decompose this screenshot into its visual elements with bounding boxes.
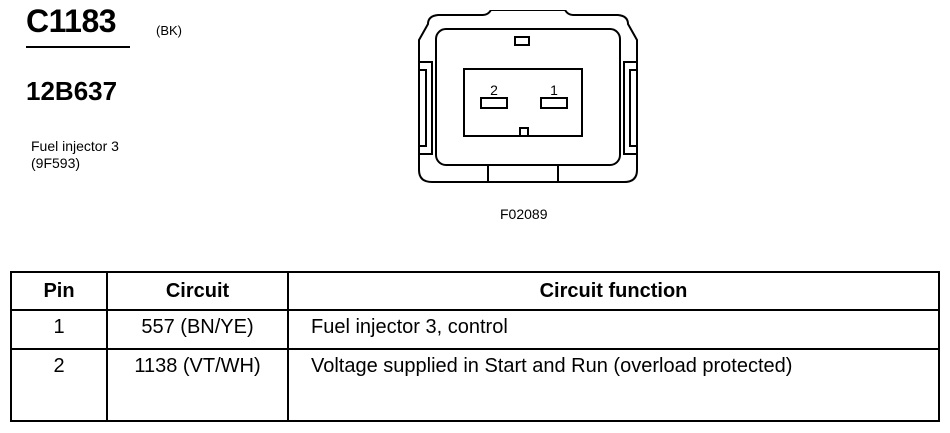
function-cell: Voltage supplied in Start and Run (overl… xyxy=(287,347,940,423)
part-number: 12B637 xyxy=(26,76,118,106)
circuit-cell: 1138 (VT/WH) xyxy=(106,347,289,423)
connector-left-tab-inner xyxy=(418,69,427,147)
pin-cell: 1 xyxy=(10,309,108,350)
connector-face-diagram: 2 1 xyxy=(418,10,638,183)
connector-inner-body xyxy=(435,28,621,166)
connector-outer-shell xyxy=(418,10,638,183)
pin-cell: 2 xyxy=(10,347,108,423)
connector-top-latch xyxy=(514,36,530,46)
connector-id-underline xyxy=(26,46,130,48)
terminal-2-pin xyxy=(480,97,508,109)
table-header-row: Pin Circuit Circuit function xyxy=(10,271,940,311)
table-row: 2 1138 (VT/WH) Voltage supplied in Start… xyxy=(10,347,940,423)
header-circuit: Circuit xyxy=(106,271,289,311)
function-cell: Fuel injector 3, control xyxy=(287,309,940,350)
pinout-table: Pin Circuit Circuit function 1 557 (BN/Y… xyxy=(10,271,940,423)
terminal-1-pin xyxy=(540,97,568,109)
terminal-label-1: 1 xyxy=(550,82,558,98)
component-description: Fuel injector 3 (9F593) xyxy=(31,138,119,172)
cavity-key-notch xyxy=(519,127,529,137)
table-row: 1 557 (BN/YE) Fuel injector 3, control xyxy=(10,309,940,350)
component-name: Fuel injector 3 xyxy=(31,138,119,154)
header-circuit-function: Circuit function xyxy=(287,271,940,311)
component-code: (9F593) xyxy=(31,155,81,171)
figure-id: F02089 xyxy=(500,206,548,222)
connector-id: C1183 xyxy=(26,3,117,39)
circuit-cell: 557 (BN/YE) xyxy=(106,309,289,350)
connector-color: (BK) xyxy=(156,23,182,38)
connector-right-tab-inner xyxy=(629,69,638,147)
header-pin: Pin xyxy=(10,271,108,311)
terminal-label-2: 2 xyxy=(490,82,498,98)
